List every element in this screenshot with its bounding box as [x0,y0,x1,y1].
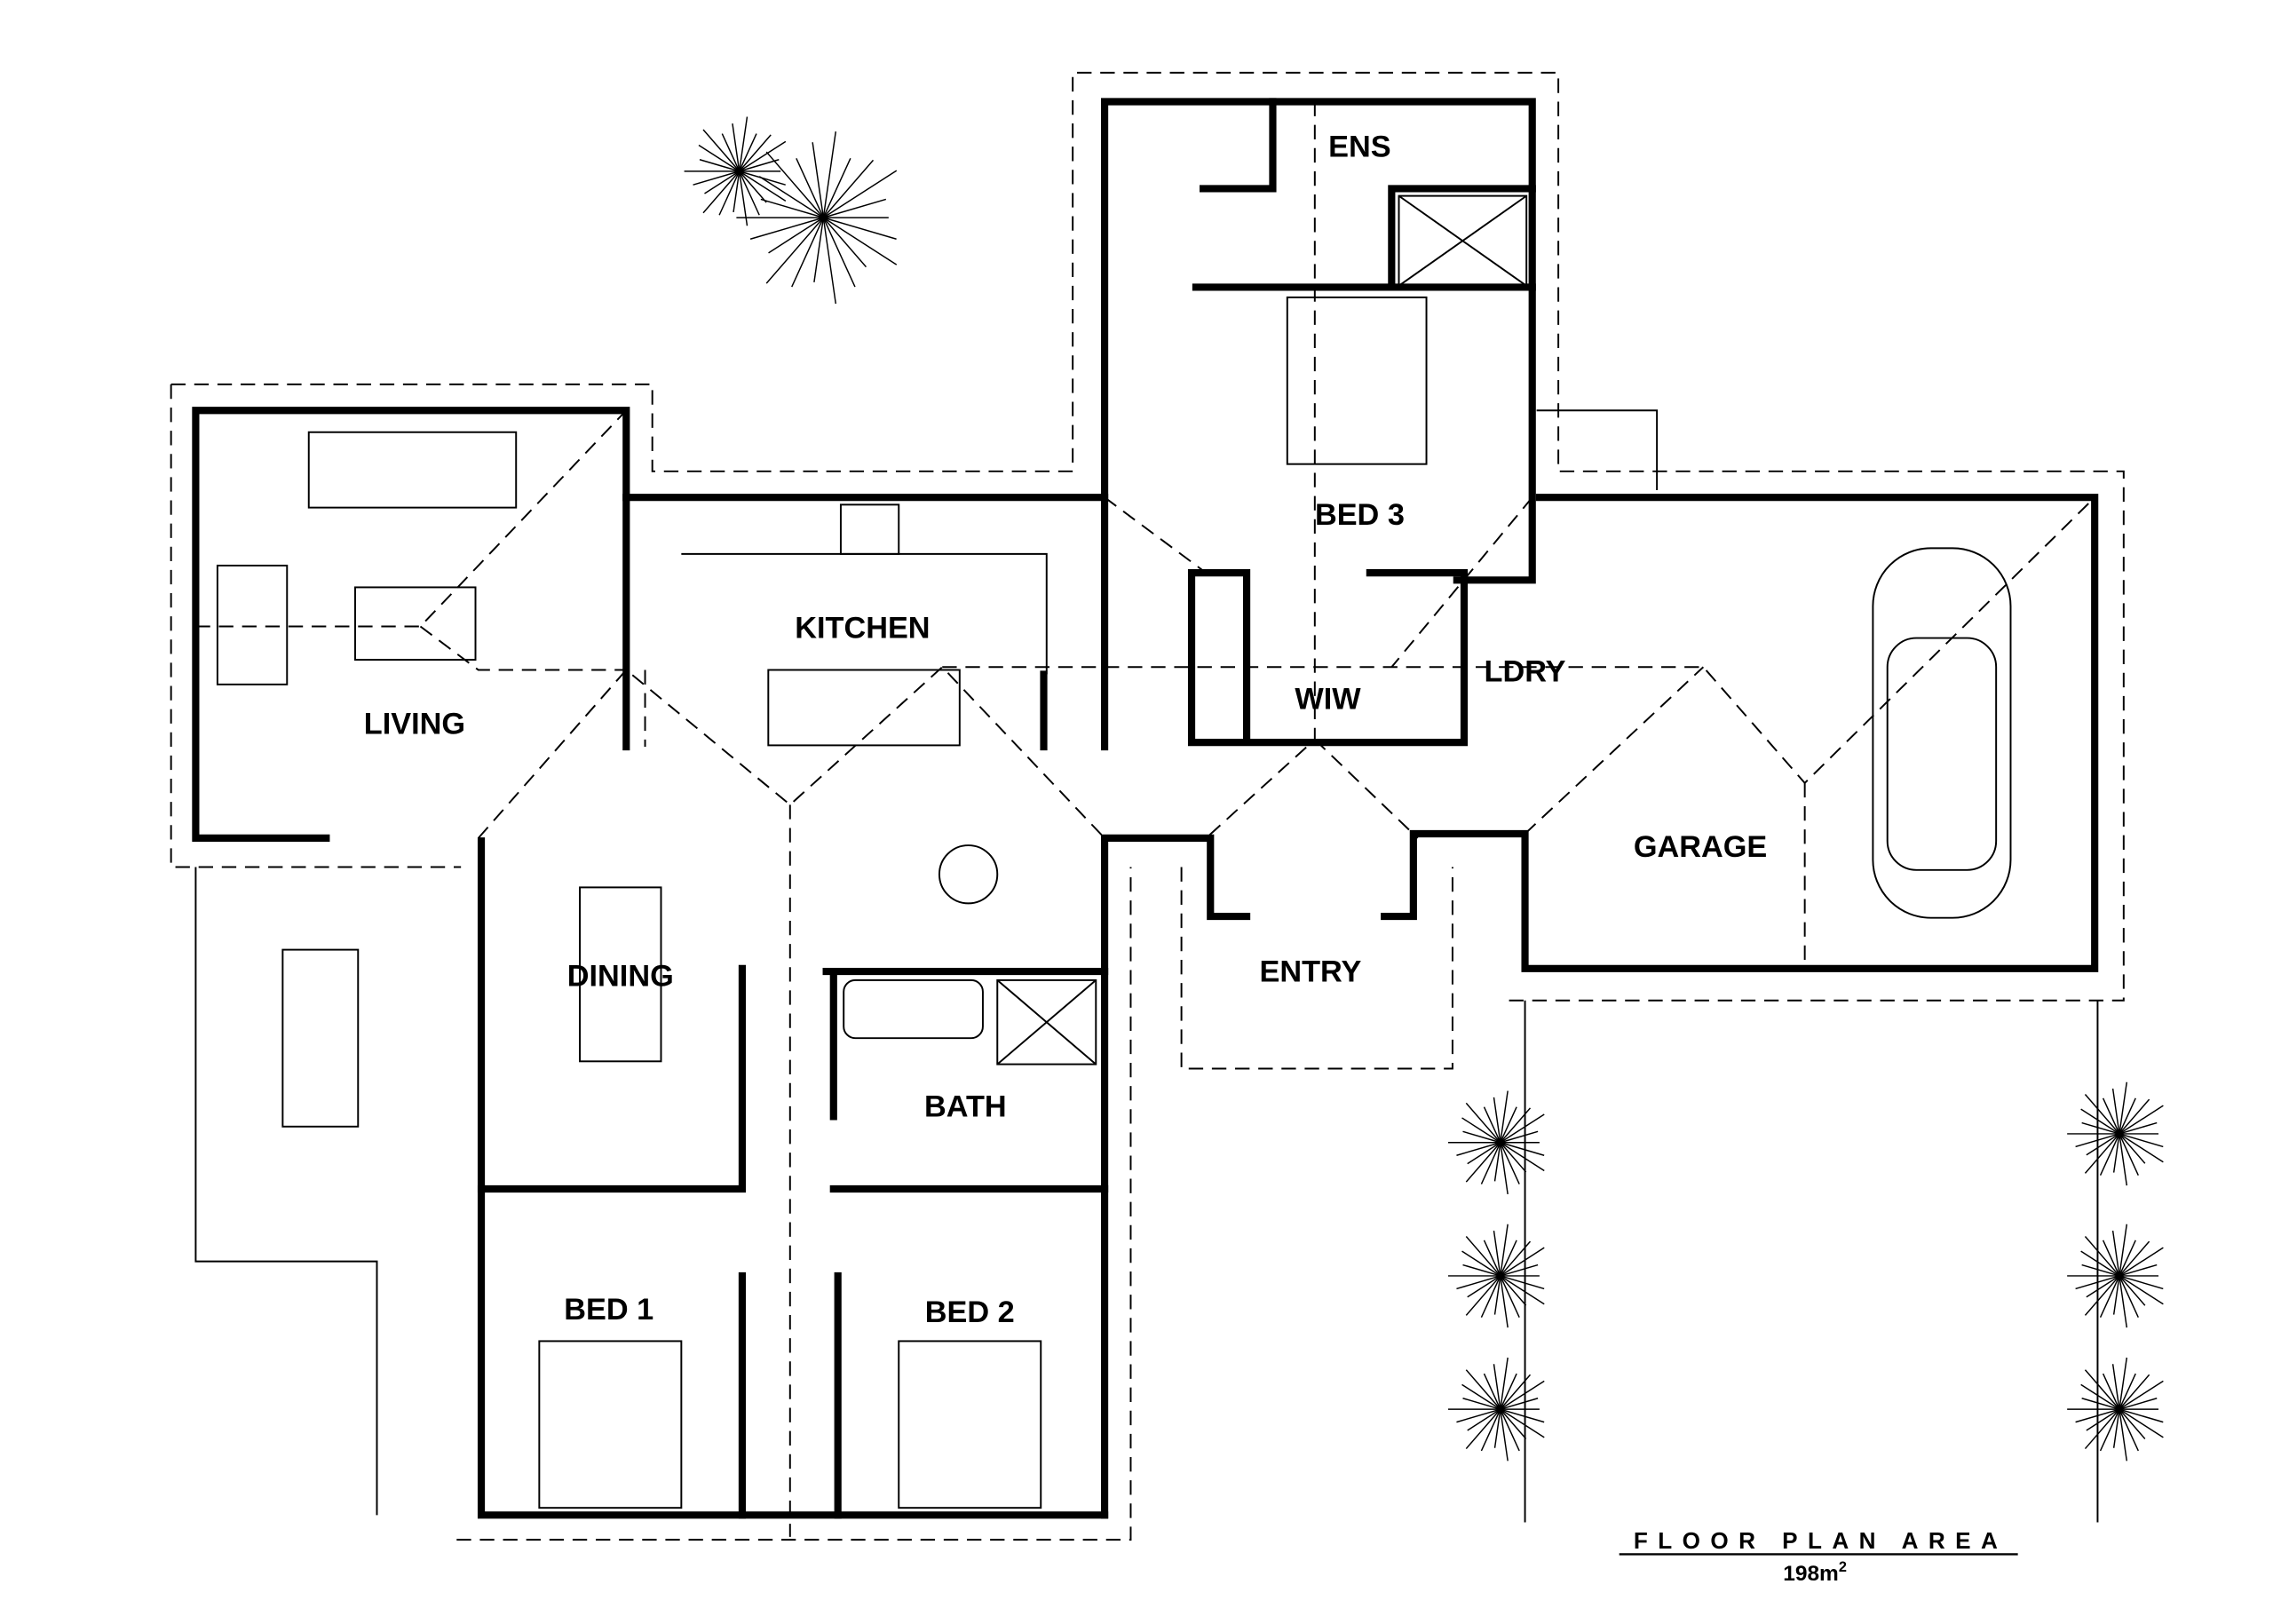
bathtub [843,978,984,1040]
tree-icon [2067,1357,2164,1462]
room-labels: ENS BED 3 KITCHEN LIVING WIW LDRY GARAGE… [364,131,1767,1330]
tree-icon [1448,1090,1545,1195]
armchair [216,564,289,685]
bed-1 [538,1340,683,1509]
room-label-garage: GARAGE [1634,830,1767,864]
tree-icon [736,131,898,305]
room-label-bath: BATH [924,1089,1007,1123]
bed-2 [898,1340,1042,1509]
tree-icon [2067,1081,2164,1186]
round-table [938,844,999,905]
car [1872,547,2012,919]
room-label-bed2: BED 2 [925,1295,1015,1329]
room-label-entry: ENTRY [1259,955,1361,989]
cooktop [839,503,900,555]
tree-icon [2067,1224,2164,1328]
tree-icon [684,116,787,226]
tree-icon [1448,1357,1545,1462]
room-label-ldry: LDRY [1485,655,1566,689]
floor-plan-area-title: FLOOR PLAN AREA [1634,1527,2008,1554]
room-label-living: LIVING [364,707,465,741]
shower [996,978,1097,1066]
fixtures [216,194,2012,1509]
room-label-bed1: BED 1 [564,1293,653,1327]
room-label-bed3: BED 3 [1315,498,1405,532]
room-label-dining: DINING [567,959,674,993]
bed-3 [1286,296,1428,465]
floor-plan-area-value: 198m2 [1783,1559,1847,1586]
kitchen-island [767,669,961,747]
site-outline [170,71,2125,1541]
ens-shower [1398,194,1528,287]
tree-icon [1448,1224,1545,1328]
floor-plan-area: FLOOR PLAN AREA 198m2 [1619,1527,2018,1586]
coffee-table [354,586,477,661]
outdoor-table [281,948,360,1128]
dining-table [579,886,662,1063]
sofa [307,431,518,509]
room-label-kitchen: KITCHEN [795,612,930,646]
room-label-ens: ENS [1328,131,1390,164]
walls [192,98,2099,1519]
room-label-wiw: WIW [1295,683,1361,717]
trees [684,116,2164,1462]
